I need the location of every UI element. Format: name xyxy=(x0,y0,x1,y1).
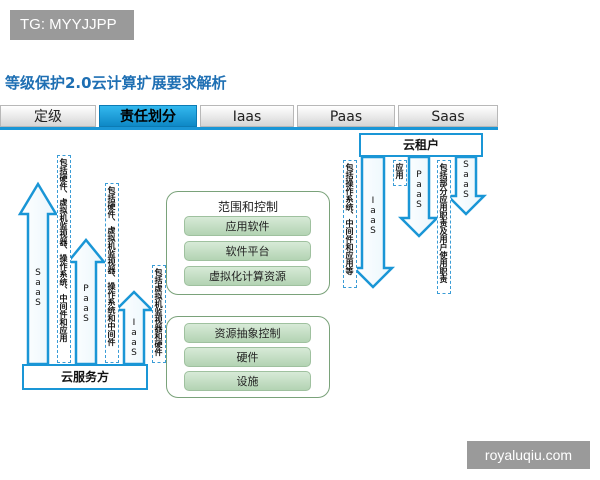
provider-paas-arrow xyxy=(65,238,107,366)
scope-title: 范围和控制 xyxy=(217,200,278,214)
tenant-iaas-note-box xyxy=(343,160,357,288)
provider-iaas-arrow xyxy=(112,290,156,366)
tenant-paas-note: 应用 xyxy=(395,163,404,179)
provider-paas-note: 包括硬件、虚拟机监视器、操作系统和中间件 xyxy=(107,186,116,346)
scope-item-resource-abstraction: 资源抽象控制 xyxy=(184,323,311,343)
tenant-saas-note: 包括部分应用职责及用户使用职责 xyxy=(439,163,448,283)
tenant-paas-label: PaaS xyxy=(414,170,424,210)
provider-paas-label: PaaS xyxy=(81,284,91,324)
tenant-saas-label: SaaS xyxy=(461,160,471,200)
tenant-paas-arrow xyxy=(397,155,441,238)
tenant-paas-note-box xyxy=(393,160,407,186)
tab-underline xyxy=(0,127,498,130)
scope-item-software-platform: 软件平台 xyxy=(184,241,311,261)
provider-saas-arrow xyxy=(17,181,59,366)
provider-paas-note-box xyxy=(105,183,119,363)
watermark-bottom-right: royaluqiu.com xyxy=(467,441,590,469)
cloud-provider-bar: 云服务方 xyxy=(22,364,148,390)
watermark-top-left: TG: MYYJJPP xyxy=(10,10,134,40)
cloud-tenant-bar: 云租户 xyxy=(359,133,483,157)
tenant-saas-arrow xyxy=(444,155,488,216)
tenant-iaas-label: IaaS xyxy=(368,196,378,236)
tab-paas[interactable]: Paas xyxy=(297,105,395,127)
tenant-iaas-note: 包括操作系统、中间件和应用等 xyxy=(345,163,354,275)
provider-saas-label: SaaS xyxy=(33,268,43,308)
tab-grading[interactable]: 定级 xyxy=(0,105,96,127)
provider-saas-note-box xyxy=(57,155,71,363)
tenant-iaas-arrow xyxy=(350,155,396,289)
provider-saas-note: 包括硬件、虚拟机监视器、操作系统、中间件和应用 xyxy=(59,158,68,342)
tab-iaas[interactable]: Iaas xyxy=(200,105,294,127)
tab-saas[interactable]: Saas xyxy=(398,105,498,127)
scope-item-app-software: 应用软件 xyxy=(184,216,311,236)
page-title: 等级保护2.0云计算扩展要求解析 xyxy=(5,74,227,92)
provider-iaas-note: 包括虚拟机监视器和硬件 xyxy=(154,268,163,356)
provider-iaas-note-box xyxy=(152,265,166,363)
tenant-saas-note-box xyxy=(437,160,451,294)
scope-item-facility: 设施 xyxy=(184,371,311,391)
scope-item-virtual-compute: 虚拟化计算资源 xyxy=(184,266,311,286)
provider-iaas-label: IaaS xyxy=(129,318,139,358)
scope-item-hardware: 硬件 xyxy=(184,347,311,367)
tab-bar: 定级 责任划分 Iaas Paas Saas xyxy=(0,105,498,127)
tab-responsibility[interactable]: 责任划分 xyxy=(99,105,197,127)
